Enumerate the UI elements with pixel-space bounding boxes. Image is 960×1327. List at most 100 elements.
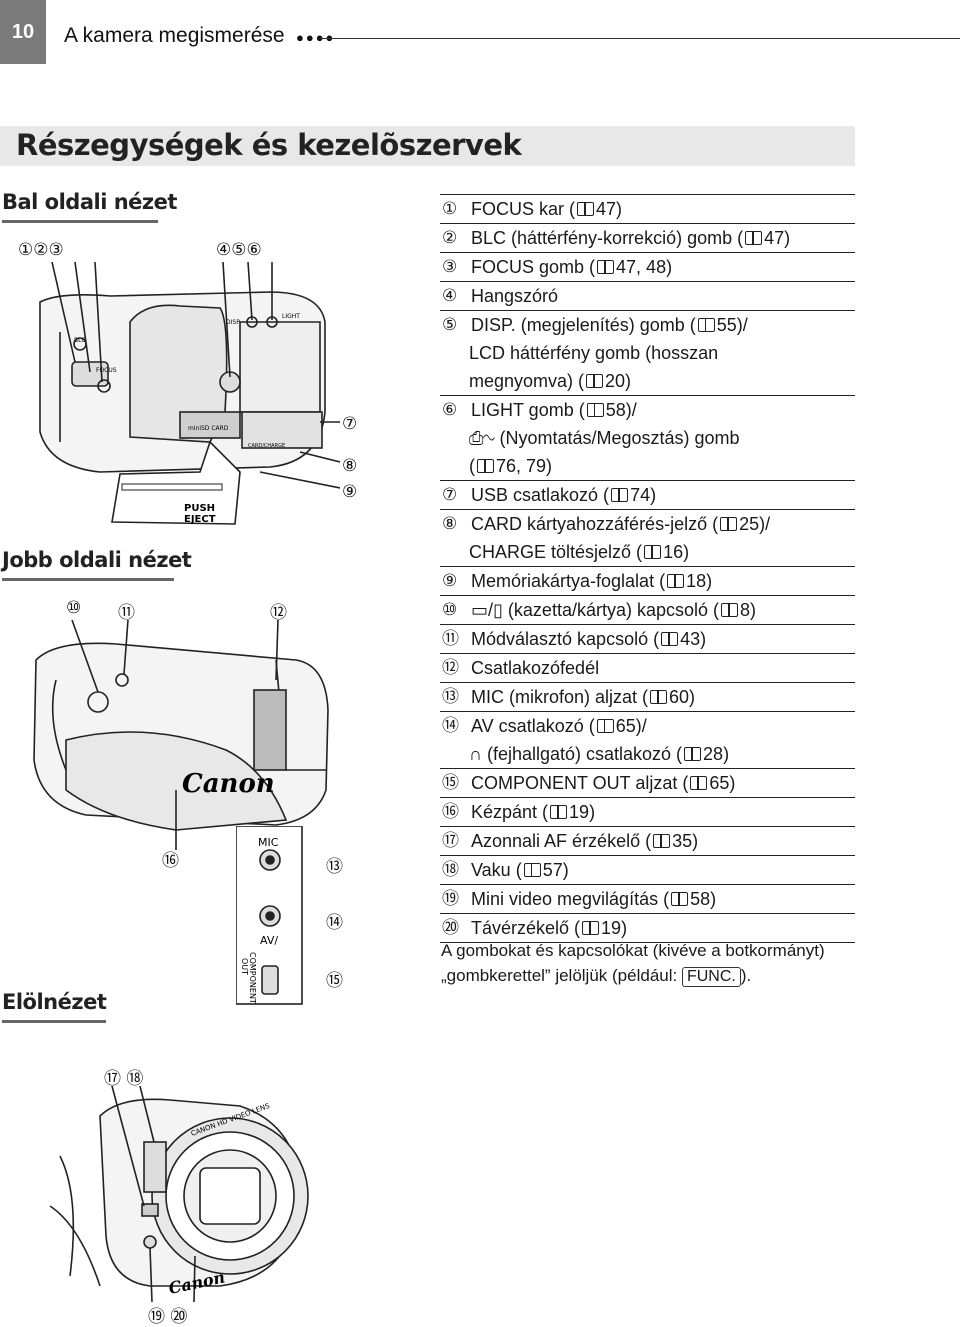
legend-number: ⑫: [442, 658, 459, 677]
legend-item: ⑰ Azonnali AF érzékelő (35): [440, 826, 855, 855]
callout-14: ⑭: [326, 913, 343, 933]
book-icon: [611, 488, 629, 502]
book-icon: [671, 892, 689, 906]
legend-number: ⑰: [442, 831, 459, 850]
book-icon: [550, 805, 568, 819]
legend-item: ③ FOCUS gomb (47, 48): [440, 252, 855, 281]
light-label: LIGHT: [282, 313, 300, 320]
book-icon: [745, 231, 763, 245]
legend-item: ⑫ Csatlakozófedél: [440, 653, 855, 682]
footnote-line-1: A gombokat és kapcsolókat (kivéve a botk…: [441, 941, 825, 960]
eject-label: EJECT: [184, 514, 216, 525]
left-view-illustration: PUSH EJECT miniSD CARD CARD/CHARGE DISP.…: [39, 262, 340, 525]
legend-number: ③: [442, 257, 458, 276]
legend-item: ⑨ Memóriakártya-foglalat (18): [440, 566, 855, 595]
legend-item: ⑭ AV csatlakozó (65)/ ∩ (fejhallgató) cs…: [440, 711, 855, 768]
legend-item: ⑯ Kézpánt (19): [440, 797, 855, 826]
legend-item: ⑤ DISP. (megjelenítés) gomb (55)/ LCD há…: [440, 310, 855, 395]
header-rule: [320, 38, 960, 39]
callout-12: ⑫: [270, 603, 287, 623]
book-icon: [650, 690, 668, 704]
front-view-illustration: Canon CANON HD VIDEO LENS: [49, 1086, 309, 1302]
legend-item: ⑧ CARD kártyahozzáférés-jelző (25)/ CHAR…: [440, 509, 855, 566]
legend-number: ⑥: [442, 400, 458, 419]
tape-card-icon: ▭/▯: [471, 600, 508, 620]
legend-number: ⑲: [442, 889, 459, 908]
section-banner: [0, 126, 855, 166]
legend-item: ⑪ Módválasztó kapcsoló (43): [440, 624, 855, 653]
print-share-icon: ⎙∿: [469, 428, 500, 448]
legend-number: ⑭: [442, 716, 459, 735]
book-icon: [523, 863, 541, 877]
callout-8: ⑧: [342, 456, 358, 476]
legend-item: ④ Hangszóró: [440, 281, 855, 310]
legend-item: ⑬ MIC (mikrofon) aljzat (60): [440, 682, 855, 711]
book-icon: [596, 719, 614, 733]
callout-1-3: ①②③: [18, 240, 64, 260]
book-icon: [582, 921, 600, 935]
book-icon: [586, 374, 604, 388]
card-charge-label: CARD/CHARGE: [248, 443, 285, 449]
disp-label: DISP.: [226, 319, 241, 326]
left-view-label: Bal oldali nézet: [2, 190, 177, 214]
book-icon: [644, 545, 662, 559]
blc-label: BLC: [74, 337, 86, 344]
left-view-rule: [2, 220, 158, 223]
legend-item: ⑳ Távérzékelő (19): [440, 913, 855, 943]
book-icon: [697, 318, 715, 332]
book-icon: [661, 632, 679, 646]
header-dots: ●●●●: [296, 30, 336, 45]
callout-4-6: ④⑤⑥: [216, 240, 262, 260]
connector-panel-illustration: MIC AV/ COMPONENT OUT: [236, 826, 303, 1005]
minisd-label: miniSD CARD: [188, 425, 229, 432]
callout-16: ⑯: [162, 851, 179, 871]
book-icon: [477, 459, 494, 473]
book-icon: [690, 776, 708, 790]
callout-9: ⑨: [342, 482, 358, 502]
front-view-label: Elölnézet: [2, 990, 107, 1014]
callout-10: ⑩: [66, 598, 82, 618]
book-icon: [684, 747, 702, 761]
legend-item: ⑥ LIGHT gomb (58)/ ⎙∿ (Nyomtatás/Megoszt…: [440, 395, 855, 480]
legend-item: ⑲ Mini video megvilágítás (58): [440, 884, 855, 913]
legend-number: ⑬: [442, 687, 459, 706]
legend-item: ⑮ COMPONENT OUT aljzat (65): [440, 768, 855, 797]
legend-item: ⑦ USB csatlakozó (74): [440, 480, 855, 509]
book-icon: [720, 517, 738, 531]
canon-logo: Canon: [182, 769, 275, 799]
legend-number: ⑤: [442, 315, 458, 334]
legend-number: ⑨: [442, 571, 458, 590]
front-view-rule: [2, 1020, 106, 1023]
header-title: A kamera megismerése: [64, 24, 285, 47]
callout-7: ⑦: [342, 414, 358, 434]
callout-11: ⑪: [118, 603, 135, 623]
book-icon: [721, 603, 738, 617]
book-icon: [586, 403, 604, 417]
mic-label: MIC: [258, 836, 279, 849]
callout-13: ⑬: [326, 857, 343, 877]
book-icon: [597, 260, 615, 274]
legend-number: ④: [442, 286, 458, 305]
legend-number: ⑱: [442, 860, 459, 879]
right-view-illustration: Canon: [33, 620, 329, 850]
legend-item: ⑩ ▭/▯ (kazetta/kártya) kapcsoló (8): [440, 595, 855, 624]
legend-number: ⑳: [442, 918, 459, 937]
legend-number: ⑯: [442, 802, 459, 821]
focus-label: FOCUS: [96, 367, 117, 374]
legend-number: ⑧: [442, 514, 458, 533]
footnote: A gombokat és kapcsolókat (kivéve a botk…: [441, 938, 825, 988]
book-icon: [667, 574, 685, 588]
footnote-line-2: „gombkerettel” jelöljük (például: FUNC.)…: [441, 966, 752, 987]
right-view-label: Jobb oldali nézet: [2, 548, 192, 572]
legend-number: ②: [442, 228, 458, 247]
book-icon: [653, 834, 671, 848]
component-label: COMPONENT: [248, 952, 257, 1004]
legend-number: ⑮: [442, 773, 459, 792]
parts-legend: ① FOCUS kar (47) ② BLC (háttérfény-korre…: [440, 194, 855, 943]
func-key-example: FUNC.: [681, 967, 741, 987]
callout-17-18: ⑰ ⑱: [104, 1069, 144, 1089]
out-label: OUT: [240, 958, 249, 975]
legend-number: ①: [442, 199, 458, 218]
book-icon: [577, 202, 595, 216]
legend-number: ⑦: [442, 485, 458, 504]
